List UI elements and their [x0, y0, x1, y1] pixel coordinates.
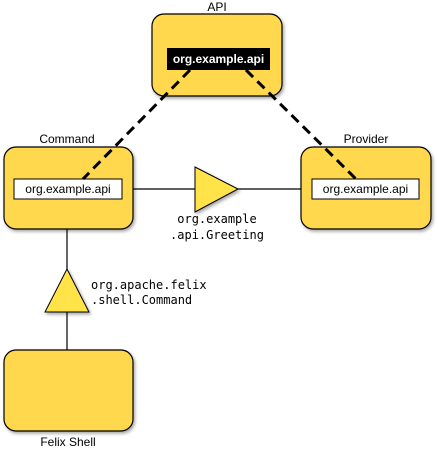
api-bundle[interactable]: API org.example.api: [151, 0, 283, 97]
api-package-export: [167, 48, 270, 70]
shell-command-service[interactable]: org.apache.felix .shell.Command: [44, 267, 207, 313]
command-package-label: org.example.api: [25, 182, 110, 196]
provider-bundle-name: Provider: [344, 132, 389, 146]
command-api-wire: [81, 68, 192, 181]
shell-command-triangle: [44, 267, 90, 313]
shell-command-label-1: org.apache.felix: [91, 278, 207, 292]
greeting-service-label-1: org.example: [177, 212, 256, 226]
greeting-service-triangle: [194, 166, 240, 213]
shell-command-label-2: .shell.Command: [91, 293, 192, 307]
greeting-service[interactable]: org.example .api.Greeting: [170, 166, 264, 242]
provider-api-wire: [244, 68, 358, 181]
api-package-label: org.example.api: [173, 52, 264, 66]
felix-shell-bundle-name: Felix Shell: [40, 435, 95, 449]
provider-package-label: org.example.api: [323, 182, 408, 196]
command-package-import: [13, 178, 123, 200]
command-bundle-name: Command: [39, 132, 94, 146]
felix-shell-bundle[interactable]: Felix Shell: [3, 349, 134, 449]
greeting-service-label-2: .api.Greeting: [170, 228, 264, 242]
api-bundle-name: API: [207, 0, 226, 14]
provider-bundle[interactable]: Provider org.example.api: [300, 132, 432, 230]
command-bundle[interactable]: Command org.example.api: [3, 132, 134, 230]
provider-package-import: [311, 178, 420, 200]
